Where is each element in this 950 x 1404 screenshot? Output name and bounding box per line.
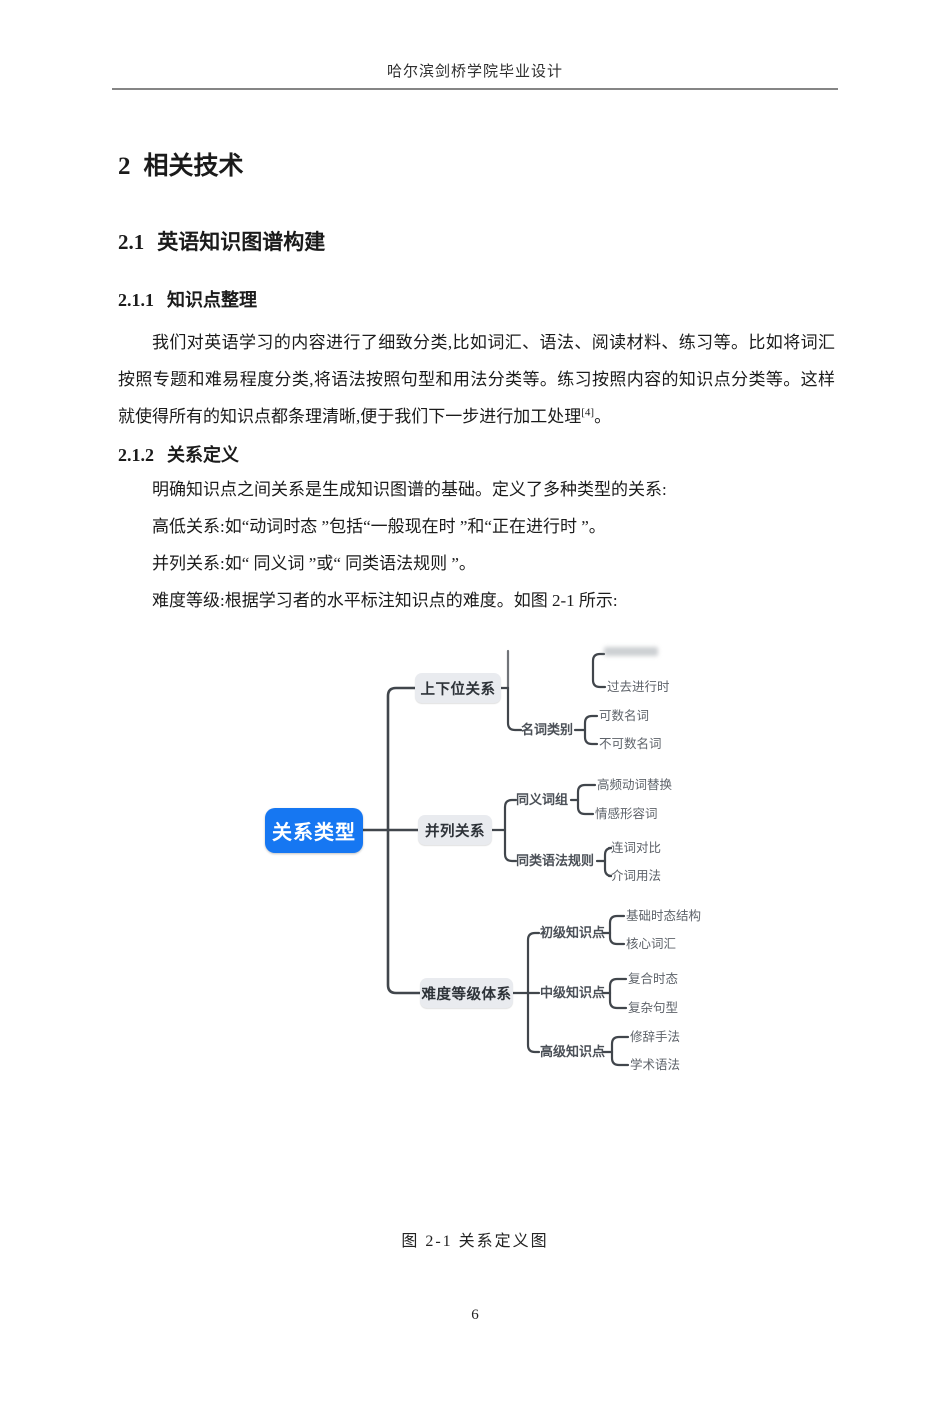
mindmap-branch-parallel: 并列关系 xyxy=(418,815,492,845)
mindmap-leaf: 可数名词 xyxy=(599,709,650,723)
mindmap-root-node: 关系类型 xyxy=(265,808,363,853)
heading-text: 知识点整理 xyxy=(167,290,257,310)
mindmap-branch-difficulty: 难度等级体系 xyxy=(420,978,513,1008)
paragraph-knowledge-sorting: 我们对英语学习的内容进行了细致分类,比如词汇、语法、阅读材料、练习等。比如将词汇… xyxy=(118,324,835,435)
mindmap-node-synonym-group: 同义词组 xyxy=(516,792,569,807)
section-heading-2-1-2: 2.1.2 关系定义 xyxy=(118,441,950,467)
section-heading-2-1: 2.1 英语知识图谱构建 xyxy=(118,226,950,256)
heading-number: 2.1.2 xyxy=(118,445,154,465)
clipped-node-smudge xyxy=(604,647,658,656)
relation-parallel-line: 并列关系:如“ 同义词 ”或“ 同类语法规则 ”。 xyxy=(152,554,476,573)
mindmap-leaf: 介词用法 xyxy=(611,869,662,883)
heading-text: 相关技术 xyxy=(143,152,244,180)
mindmap-node-beginner: 初级知识点 xyxy=(540,925,606,940)
paragraph-text: 我们对英语学习的内容进行了细致分类,比如词汇、语法、阅读材料、练习等。比如将词汇… xyxy=(118,333,835,426)
mindmap-leaf: 基础时态结构 xyxy=(626,909,702,923)
mindmap-leaf: 过去进行时 xyxy=(607,680,670,694)
mindmap-leaf: 学术语法 xyxy=(630,1058,681,1072)
page-number: 6 xyxy=(471,1307,479,1323)
heading-number: 2.1.1 xyxy=(118,290,154,310)
heading-number: 2 xyxy=(118,153,131,180)
mindmap-connectors xyxy=(361,649,630,1067)
heading-text: 英语知识图谱构建 xyxy=(157,231,326,254)
relation-hierarchy-line: 高低关系:如“动词时态 ”包括“一般现在时 ”和“正在进行时 ”。 xyxy=(152,517,606,536)
mindmap-leaf: 复合时态 xyxy=(628,972,679,986)
mindmap-node-advanced: 高级知识点 xyxy=(540,1044,606,1059)
citation-ref: [4] xyxy=(581,406,595,419)
heading-number: 2.1 xyxy=(118,230,145,254)
page-header: 哈尔滨剑桥学院毕业设计 xyxy=(112,60,838,90)
mindmap-leaf: 情感形容词 xyxy=(595,807,658,821)
mindmap-branch-hypernym: 上下位关系 xyxy=(415,673,501,703)
mindmap-leaf: 核心词汇 xyxy=(626,937,677,951)
header-title: 哈尔滨剑桥学院毕业设计 xyxy=(386,64,563,80)
relation-intro-line: 明确知识点之间关系是生成知识图谱的基础。定义了多种类型的关系: xyxy=(152,480,667,499)
section-heading-2: 2 相关技术 xyxy=(118,146,950,182)
mindmap-leaf: 高频动词替换 xyxy=(597,778,673,792)
mindmap-leaf: 修辞手法 xyxy=(630,1030,681,1044)
mindmap-leaf: 连词对比 xyxy=(611,841,662,855)
mindmap-node-noun-category: 名词类别 xyxy=(521,722,574,737)
relation-mindmap-figure: 关系类型 上下位关系 并列关系 难度等级体系 过去进行时 名词类别 可数名词 不… xyxy=(255,643,725,1103)
paragraph-text-end: 。 xyxy=(594,407,612,426)
mindmap-node-grammar-rules: 同类语法规则 xyxy=(516,853,595,868)
heading-text: 关系定义 xyxy=(167,445,239,465)
mindmap-leaf: 复杂句型 xyxy=(628,1001,679,1015)
mindmap-leaf: 不可数名词 xyxy=(599,737,662,751)
figure-caption: 图 2-1 关系定义图 xyxy=(401,1233,549,1250)
mindmap-node-intermediate: 中级知识点 xyxy=(540,985,606,1000)
section-heading-2-1-1: 2.1.1 知识点整理 xyxy=(118,286,950,312)
relation-difficulty-line: 难度等级:根据学习者的水平标注知识点的难度。如图 2-1 所示: xyxy=(152,591,618,610)
